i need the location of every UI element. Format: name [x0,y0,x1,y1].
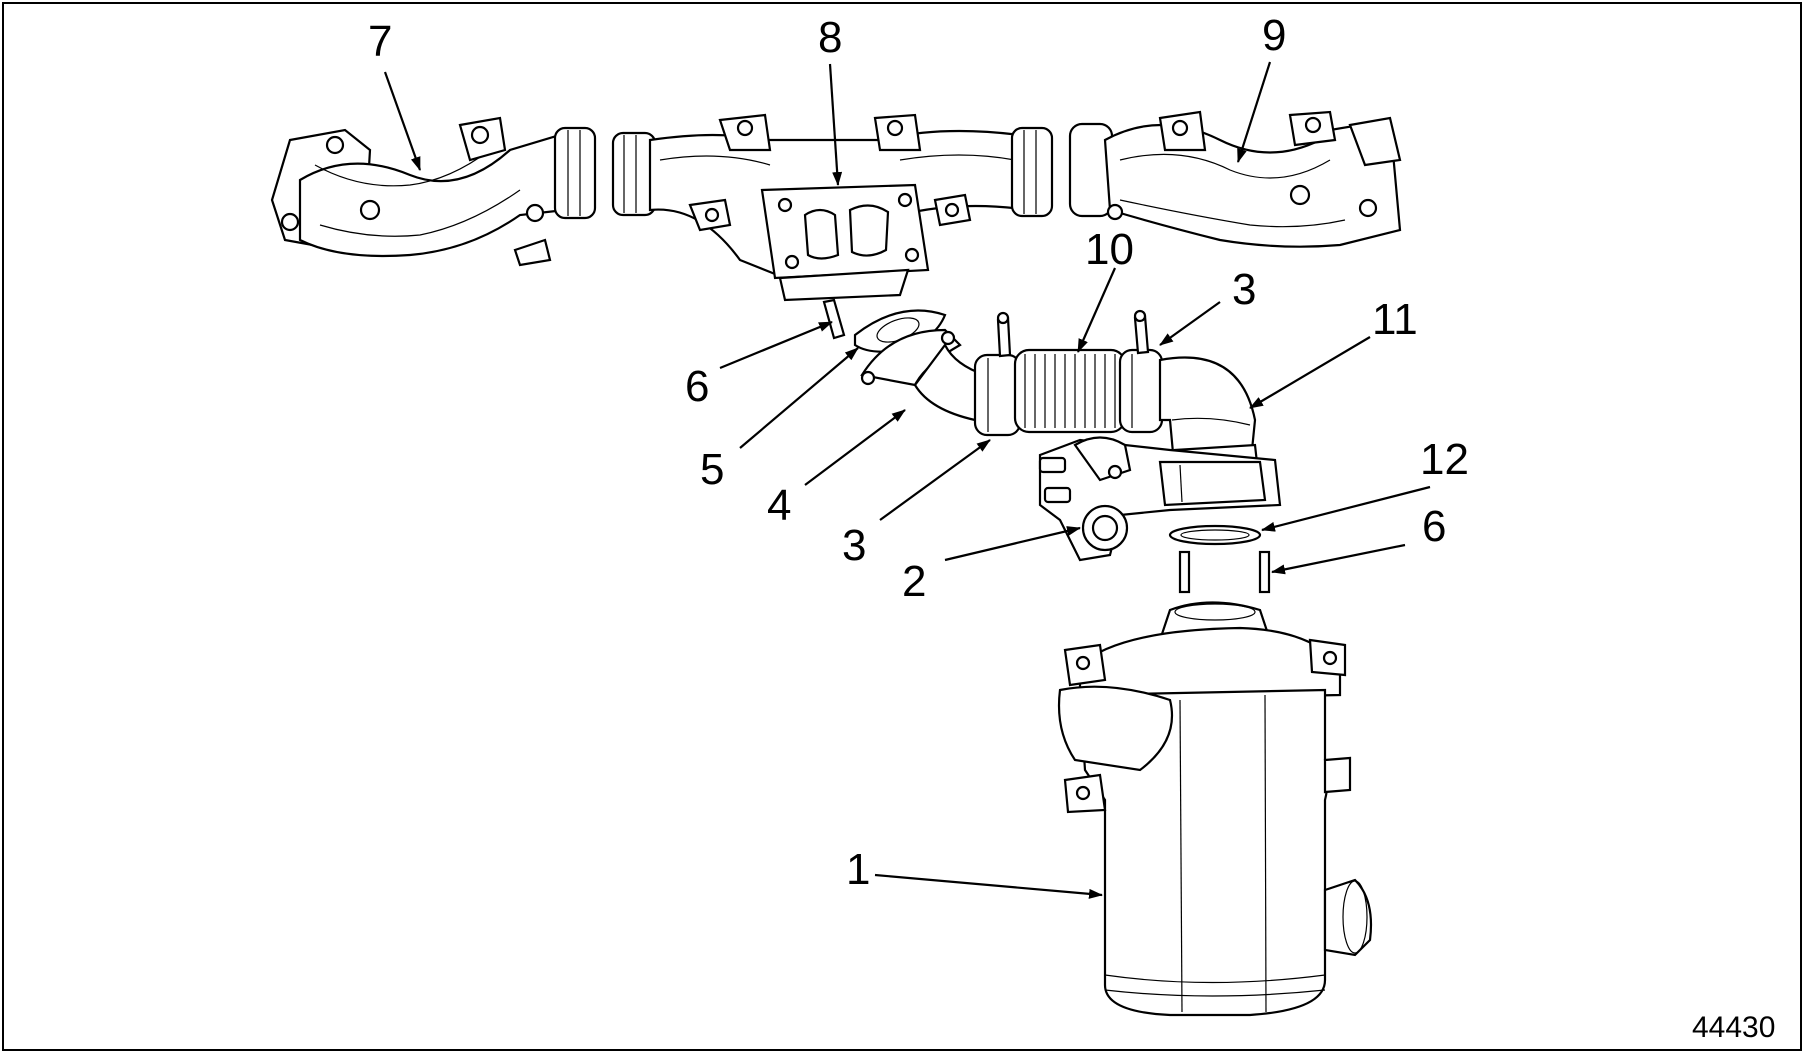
callout-10: 10 [1085,225,1134,274]
callout-3b: 3 [1232,265,1257,314]
callout-6b: 6 [1422,502,1447,551]
right-exhaust-manifold [1068,110,1402,248]
flex-bellows [1013,348,1127,434]
leader-6a [719,320,833,370]
leader-2 [944,526,1081,562]
lower-gasket [1168,524,1262,546]
callout-11: 11 [1372,295,1418,344]
leader-10 [1076,267,1117,353]
callout-4: 4 [767,481,792,530]
inlet-elbow-pipe [860,328,987,422]
leader-6b [1271,543,1406,575]
leader-11 [1249,336,1371,409]
leader-5 [739,347,859,449]
leader-4 [804,409,906,486]
callout-6a: 6 [685,362,710,411]
leader-3b [1159,301,1221,346]
callout-5: 5 [700,445,725,494]
center-exhaust-manifold [611,113,1054,302]
callout-2: 2 [902,557,927,606]
exhaust-throttle-valve [1038,436,1282,562]
callout-1: 1 [846,845,871,894]
leader-1 [874,873,1103,899]
left-clamp [973,311,1022,437]
callout-12: 12 [1420,435,1469,484]
leader-7 [383,71,422,171]
leader-12 [1261,485,1431,532]
figure-number: 44430 [1692,1011,1776,1044]
right-clamp [1118,309,1164,434]
aftertreatment-canister [1057,601,1373,1017]
leader-3a [879,439,991,521]
lower-studs [1178,550,1271,594]
callout-9: 9 [1262,11,1287,60]
callout-3a: 3 [842,521,867,570]
leader-lines [383,61,1431,899]
leader-8 [828,63,843,186]
left-exhaust-manifold [270,116,597,267]
callout-7: 7 [368,17,393,66]
upper-stud [822,298,846,340]
callout-8: 8 [818,13,843,62]
leader-9 [1236,61,1272,163]
